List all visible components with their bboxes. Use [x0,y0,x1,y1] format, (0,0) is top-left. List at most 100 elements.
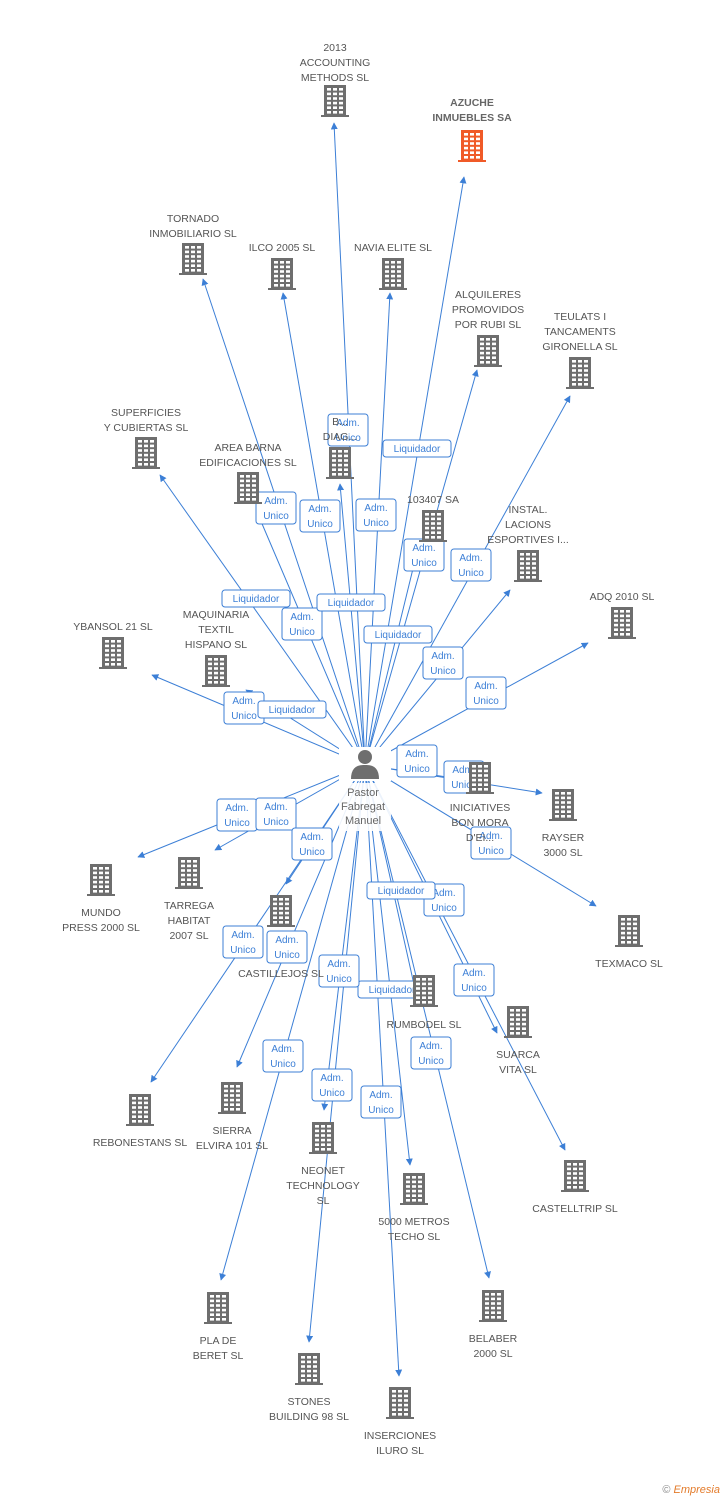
building-icon[interactable] [132,437,160,469]
company-node-texmaco[interactable]: TEXMACO SL [595,915,663,970]
company-label: RUMBODEL SL [387,1019,462,1031]
role-text: Unico [299,847,325,858]
company-node-castelltrip[interactable]: CASTELLTRIP SL [532,1160,618,1215]
role-text: Adm. [271,1044,294,1055]
building-icon[interactable] [386,1387,414,1419]
building-icon[interactable] [321,85,349,117]
building-icon[interactable] [295,1353,323,1385]
company-node-adq[interactable]: ADQ 2010 SL [590,591,655,639]
building-icon[interactable] [561,1160,589,1192]
company-label: BERET SL [193,1350,244,1362]
role-label-stones: Adm.Unico [311,1068,353,1102]
company-node-s103407[interactable]: 103407 SA [407,494,459,542]
role-label-tarrega: Adm.Unico [255,797,297,831]
role-text: Liquidador [233,594,280,605]
role-text: Adm. [336,418,359,429]
building-icon[interactable] [549,789,577,821]
company-node-diag[interactable]: B...DIAG... [323,416,357,479]
company-label: PLA DE [200,1335,237,1347]
company-label: 5000 METROS [378,1216,449,1228]
company-label: TEXMACO SL [595,958,663,970]
building-icon[interactable] [234,472,262,504]
building-icon[interactable] [474,335,502,367]
building-icon[interactable] [126,1094,154,1126]
role-text: Liquidador [375,630,422,641]
role-text: Adm. [419,1041,442,1052]
building-icon[interactable] [179,243,207,275]
role-text: Adm. [308,504,331,515]
edge-superficies [159,474,366,766]
company-label: TORNADO [167,213,219,225]
company-label: RAYSER [542,832,585,844]
company-label: ILURO SL [376,1445,424,1457]
brand-logo[interactable]: Empresia [673,1484,720,1496]
role-text: Adm. [290,612,313,623]
company-label: TECHNOLOGY [286,1180,360,1192]
building-icon[interactable] [514,550,542,582]
company-label: PROMOVIDOS [452,304,524,316]
building-icon[interactable] [608,607,636,639]
building-icon[interactable] [218,1082,246,1114]
company-label: TECHO SL [388,1231,441,1243]
company-node-cincomil[interactable]: 5000 METROS TECHO SL [378,1173,450,1243]
building-icon[interactable] [504,1006,532,1038]
building-icon[interactable] [419,510,447,542]
building-icon[interactable] [379,258,407,290]
role-text: Adm. [369,1090,392,1101]
building-icon[interactable] [326,447,354,479]
building-icon[interactable] [267,895,295,927]
building-icon[interactable] [202,655,230,687]
company-label: INICIATIVES [450,802,510,814]
role-label-adq: Adm.Unico [465,676,507,710]
role-text: Unico [231,711,257,722]
company-node-navia[interactable]: NAVIA ELITE SL [354,242,432,290]
building-icon[interactable] [309,1122,337,1154]
company-node-rumbodel[interactable]: RUMBODEL SL [387,975,462,1031]
building-icon[interactable] [466,762,494,794]
building-icon[interactable] [615,915,643,947]
role-text: Unico [430,666,456,677]
building-icon[interactable] [458,130,486,162]
building-icon[interactable] [400,1173,428,1205]
company-label: NEONET [301,1165,345,1177]
company-node-ybansol[interactable]: YBANSOL 21 SL [73,621,153,669]
role-text: Unico [289,627,315,638]
company-node-rebonestans[interactable]: REBONESTANS SL [93,1094,187,1149]
company-node-inserciones[interactable]: INSERCIONES ILURO SL [364,1387,436,1457]
company-node-pla[interactable]: PLA DE BERET SL [193,1292,244,1362]
company-label: TANCAMENTS [544,326,616,338]
building-icon[interactable] [87,864,115,896]
building-icon[interactable] [175,857,203,889]
company-node-ilco[interactable]: ILCO 2005 SL [249,242,316,290]
building-icon[interactable] [566,357,594,389]
building-icon[interactable] [410,975,438,1007]
building-icon[interactable] [204,1292,232,1324]
company-label: INSERCIONES [364,1430,436,1442]
company-node-castillejos[interactable]: CASTILLEJOS SL [238,895,324,980]
building-icon[interactable] [268,258,296,290]
role-label-rebonestans: Adm.Unico [222,925,264,959]
building-icon[interactable] [479,1290,507,1322]
building-icon[interactable] [99,637,127,669]
role-text: Unico [326,974,352,985]
company-label: SUARCA [496,1049,540,1061]
